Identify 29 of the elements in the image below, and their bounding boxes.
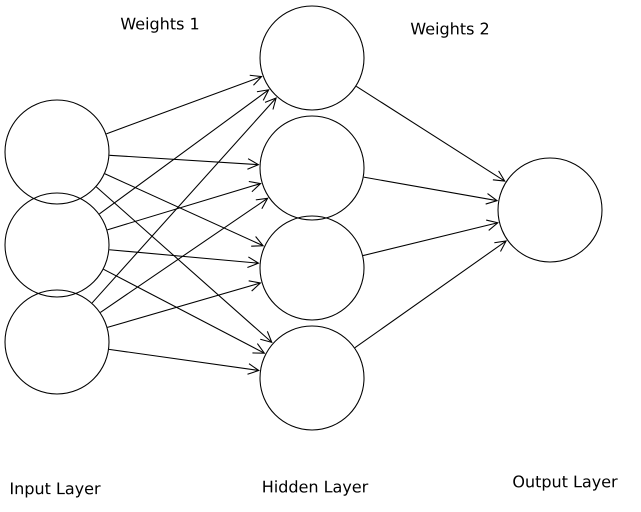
arrow	[106, 74, 263, 134]
arrow	[103, 268, 266, 354]
arrow	[109, 249, 260, 268]
arrow	[364, 176, 498, 205]
arrow	[109, 154, 260, 170]
layer-label: Weights 2	[410, 22, 488, 38]
layer-label: Weights 1	[120, 17, 198, 33]
arrow	[107, 181, 262, 230]
arrow	[104, 173, 264, 247]
neuron-circle	[4, 289, 110, 395]
neuron-circle	[259, 115, 365, 221]
neuron-circle	[259, 5, 365, 111]
neuron-circle	[497, 157, 603, 263]
layer-label: Input Layer	[11, 482, 101, 498]
arrow	[356, 86, 506, 182]
arrow	[96, 186, 273, 344]
arrow	[100, 198, 269, 313]
arrow	[107, 280, 262, 328]
neuron-circle	[4, 192, 110, 298]
layer-label: Hidden Layer	[263, 480, 368, 496]
neuron-circle	[4, 99, 110, 205]
neuron-circle	[259, 215, 365, 321]
arrow	[362, 220, 499, 256]
neuron-circle	[259, 325, 365, 431]
arrow	[92, 97, 277, 304]
arrow	[99, 89, 270, 214]
arrow	[354, 240, 508, 348]
arrow	[108, 348, 260, 375]
layer-label: Output Layer	[513, 475, 618, 491]
